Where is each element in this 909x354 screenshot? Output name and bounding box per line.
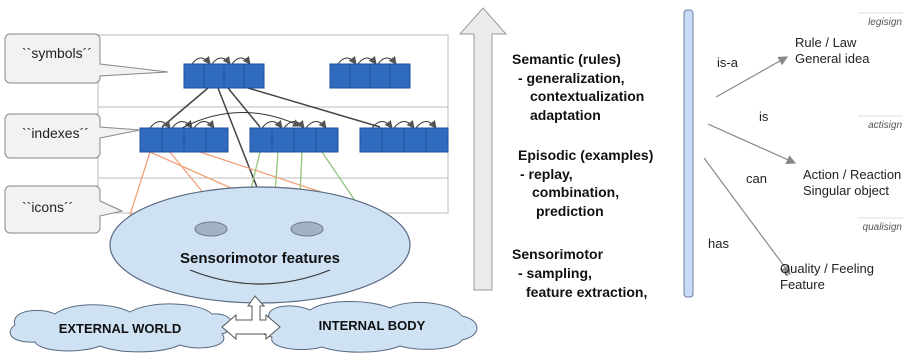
semantic-item: adaptation <box>530 107 601 123</box>
layer-frame <box>97 34 449 214</box>
relation-has: has <box>708 236 729 251</box>
episodic-item: prediction <box>536 203 604 219</box>
index-block-2 <box>249 127 339 153</box>
semantic-section: Semantic (rules) - generalization, conte… <box>512 51 644 123</box>
qualisign-label: qualisign <box>863 222 903 233</box>
episodic-section: Episodic (examples) - replay, combinatio… <box>518 147 653 219</box>
relation-arrows <box>703 56 797 275</box>
vertical-bar <box>683 9 694 298</box>
upward-arrow <box>458 7 508 291</box>
episodic-item: combination, <box>532 184 619 200</box>
target-quality-line1: Quality / Feeling <box>780 261 874 276</box>
face-label: Sensorimotor features <box>180 250 340 267</box>
target-action-line2: Singular object <box>803 183 889 198</box>
relation-targets: Rule / Law General idea Action / Reactio… <box>780 35 901 292</box>
relation-is: is <box>759 109 769 124</box>
sensorimotor-item: feature extraction, <box>526 284 647 300</box>
external-world-cloud: EXTERNAL WORLD <box>9 303 233 353</box>
callout-icons: ``icons´´ <box>4 185 124 234</box>
connection-lines <box>129 87 381 216</box>
episodic-item: - replay, <box>520 166 573 182</box>
callout-indexes-text: ``indexes´´ <box>22 125 89 141</box>
internal-body-label: INTERNAL BODY <box>319 318 426 333</box>
legisign-label: legisign <box>868 17 902 28</box>
sensorimotor-face: Sensorimotor features <box>109 186 411 304</box>
callout-symbols-text: ``symbols´´ <box>22 45 92 61</box>
episodic-title: Episodic (examples) <box>518 147 653 163</box>
target-rule-line2: General idea <box>795 51 870 66</box>
self-loop-arrows <box>149 56 437 129</box>
symbol-block-2 <box>329 63 411 89</box>
index-block-3 <box>359 127 449 153</box>
relation-can: can <box>746 171 767 186</box>
right-eye <box>290 221 324 237</box>
sensorimotor-section: Sensorimotor - sampling, feature extract… <box>512 246 647 300</box>
relation-labels: is-a is can has <box>708 55 769 251</box>
target-quality-line2: Feature <box>780 277 825 292</box>
target-action-line1: Action / Reaction <box>803 167 901 182</box>
internal-body-cloud: INTERNAL BODY <box>259 301 478 353</box>
four-way-arrow <box>221 295 281 341</box>
semantic-item: - generalization, <box>518 70 625 86</box>
left-eye <box>194 221 228 237</box>
smile <box>189 269 331 285</box>
semantic-title: Semantic (rules) <box>512 51 621 67</box>
sensorimotor-item: - sampling, <box>518 265 592 281</box>
callout-icons-text: ``icons´´ <box>22 199 73 215</box>
semantic-item: contextualization <box>530 88 644 104</box>
actisign-label: actisign <box>868 120 902 131</box>
sensorimotor-title: Sensorimotor <box>512 246 604 262</box>
index-block-1 <box>139 127 229 153</box>
external-world-label: EXTERNAL WORLD <box>59 321 182 336</box>
target-rule-line1: Rule / Law <box>795 35 857 50</box>
callout-symbols: ``symbols´´ <box>4 33 169 84</box>
sign-type-labels: legisign actisign qualisign <box>858 12 903 233</box>
relation-is-a: is-a <box>717 55 739 70</box>
callout-indexes: ``indexes´´ <box>4 113 141 159</box>
symbol-block-1 <box>183 63 265 89</box>
